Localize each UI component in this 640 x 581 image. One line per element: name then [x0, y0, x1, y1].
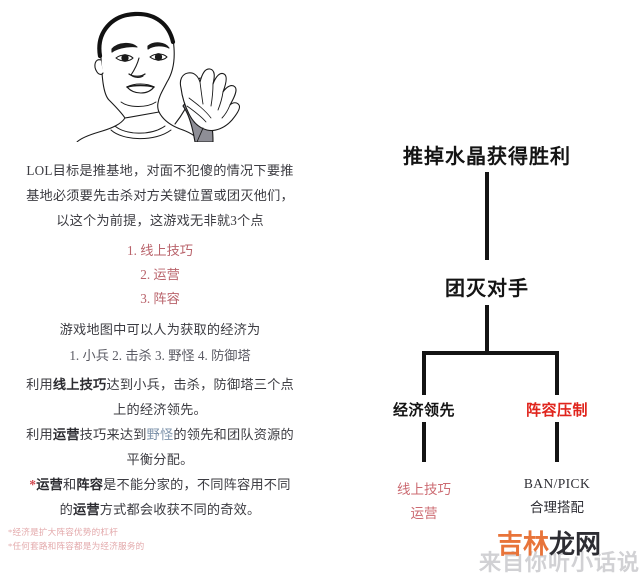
- three-points-list: 1. 线上技巧 2. 运营 3. 阵容: [0, 239, 320, 311]
- tree-leaf-group-composition: BAN/PICK 合理搭配: [524, 472, 590, 520]
- p4-rest: 是不能分家的，不同阵容用不同: [103, 477, 291, 492]
- paragraph-4-line-1: *运营和阵容是不能分家的，不同阵容用不同: [0, 472, 320, 497]
- tree-leaf-laning-skill: 线上技巧: [397, 482, 451, 497]
- cartoon-man-raised-hand-illustration: [55, 2, 260, 142]
- paragraph-4-line-2: 的运营方式都会收获不同的奇效。: [0, 497, 320, 522]
- tree-leaf-macro-play: 运营: [410, 506, 438, 521]
- tree-leaf-ban-pick: BAN/PICK: [523, 476, 591, 491]
- p4l2-suffix: 方式都会收获不同的奇效。: [99, 502, 261, 517]
- p4l2-bold-term: 运营: [72, 502, 100, 517]
- paragraph-line-2: 基地必须要先击杀对方关键位置或团灭他们，: [26, 188, 294, 203]
- tree-node-win-condition: 推掉水晶获得胜利: [403, 146, 571, 168]
- tree-connector-economy-to-leaves: [422, 422, 426, 462]
- tree-leaf-group-economy: 线上技巧 运营: [397, 478, 451, 526]
- tree-connector-composition-to-leaves: [555, 422, 559, 462]
- ghost-watermark: 来自你听小话说: [479, 550, 640, 575]
- footnote-1: *经济是扩大阵容优势的杠杆: [8, 527, 119, 537]
- p2-bold-term: 线上技巧: [52, 377, 107, 392]
- tree-node-team-wipe: 团灭对手: [445, 278, 529, 300]
- strategy-tree-diagram: 推掉水晶获得胜利 团灭对手 经济领先 阵容压制 线上技巧 运营 BAN/PICK…: [320, 0, 640, 581]
- p3-bold-term: 运营: [52, 427, 80, 442]
- tree-leaf-reasonable-pairing: 合理搭配: [530, 500, 584, 515]
- paragraph-line-3: 以这个为前提，这游戏无非就3个点: [56, 213, 264, 228]
- footnotes-block: *经济是扩大阵容优势的杠杆 *任何套路和阵容都是为经济服务的: [8, 525, 308, 553]
- paragraph-3-line-2: 平衡分配。: [126, 452, 194, 467]
- p4l2-prefix: 的: [59, 502, 73, 517]
- three-points-item-3: 3. 阵容: [140, 291, 180, 306]
- site-watermark: 吉林龙网: [497, 524, 601, 561]
- tree-connector-wipe-down: [485, 305, 489, 353]
- tree-node-economy-lead: 经济领先: [392, 402, 456, 419]
- p3-suffix: 的领先和团队资源的: [173, 427, 294, 442]
- p4-bold-term-1: 运营: [36, 477, 63, 492]
- article-text-block: LOL目标是推基地，对面不犯傻的情况下要推 基地必须要先击杀对方关键位置或团灭他…: [0, 158, 320, 522]
- tree-connector-to-composition: [555, 351, 559, 395]
- three-points-item-1: 1. 线上技巧: [127, 243, 193, 258]
- paragraph-2-line-2: 上的经济领先。: [113, 402, 207, 417]
- p4-conjunction: 和: [62, 477, 77, 492]
- three-points-item-2: 2. 运营: [140, 267, 180, 282]
- watermark-orange-text: 吉林: [497, 529, 550, 559]
- tree-connector-to-economy: [422, 351, 426, 395]
- p2-prefix: 利用: [26, 377, 53, 392]
- paragraph-3-line-1: 利用运营技巧来达到野怪的领先和团队资源的: [0, 422, 320, 447]
- p4-bold-term-2: 阵容: [76, 477, 104, 492]
- left-article-column: LOL目标是推基地，对面不犯傻的情况下要推 基地必须要先击杀对方关键位置或团灭他…: [0, 2, 320, 553]
- tree-connector-horizontal-split: [424, 351, 559, 355]
- economy-intro-line: 游戏地图中可以人为获取的经济为: [59, 322, 261, 337]
- p2-suffix: 达到小兵，击杀，防御塔三个点: [106, 377, 294, 392]
- p3-mid: 技巧来达到: [79, 427, 147, 442]
- footnote-2: *任何套路和阵容都是为经济服务的: [8, 541, 145, 551]
- paragraph-line-1: LOL目标是推基地，对面不犯傻的情况下要推: [26, 163, 294, 178]
- p3-prefix: 利用: [26, 427, 53, 442]
- watermark-dark-text: 龙网: [549, 529, 602, 559]
- tree-node-composition-pressure: 阵容压制: [525, 402, 589, 419]
- tree-connector-root-to-wipe: [485, 172, 489, 260]
- p3-blue-term: 野怪: [146, 427, 174, 442]
- economy-sources-line: 1. 小兵 2. 击杀 3. 野怪 4. 防御塔: [69, 348, 251, 363]
- asterisk-marker: *: [29, 477, 37, 492]
- paragraph-2-line-1: 利用线上技巧达到小兵，击杀，防御塔三个点: [0, 372, 320, 397]
